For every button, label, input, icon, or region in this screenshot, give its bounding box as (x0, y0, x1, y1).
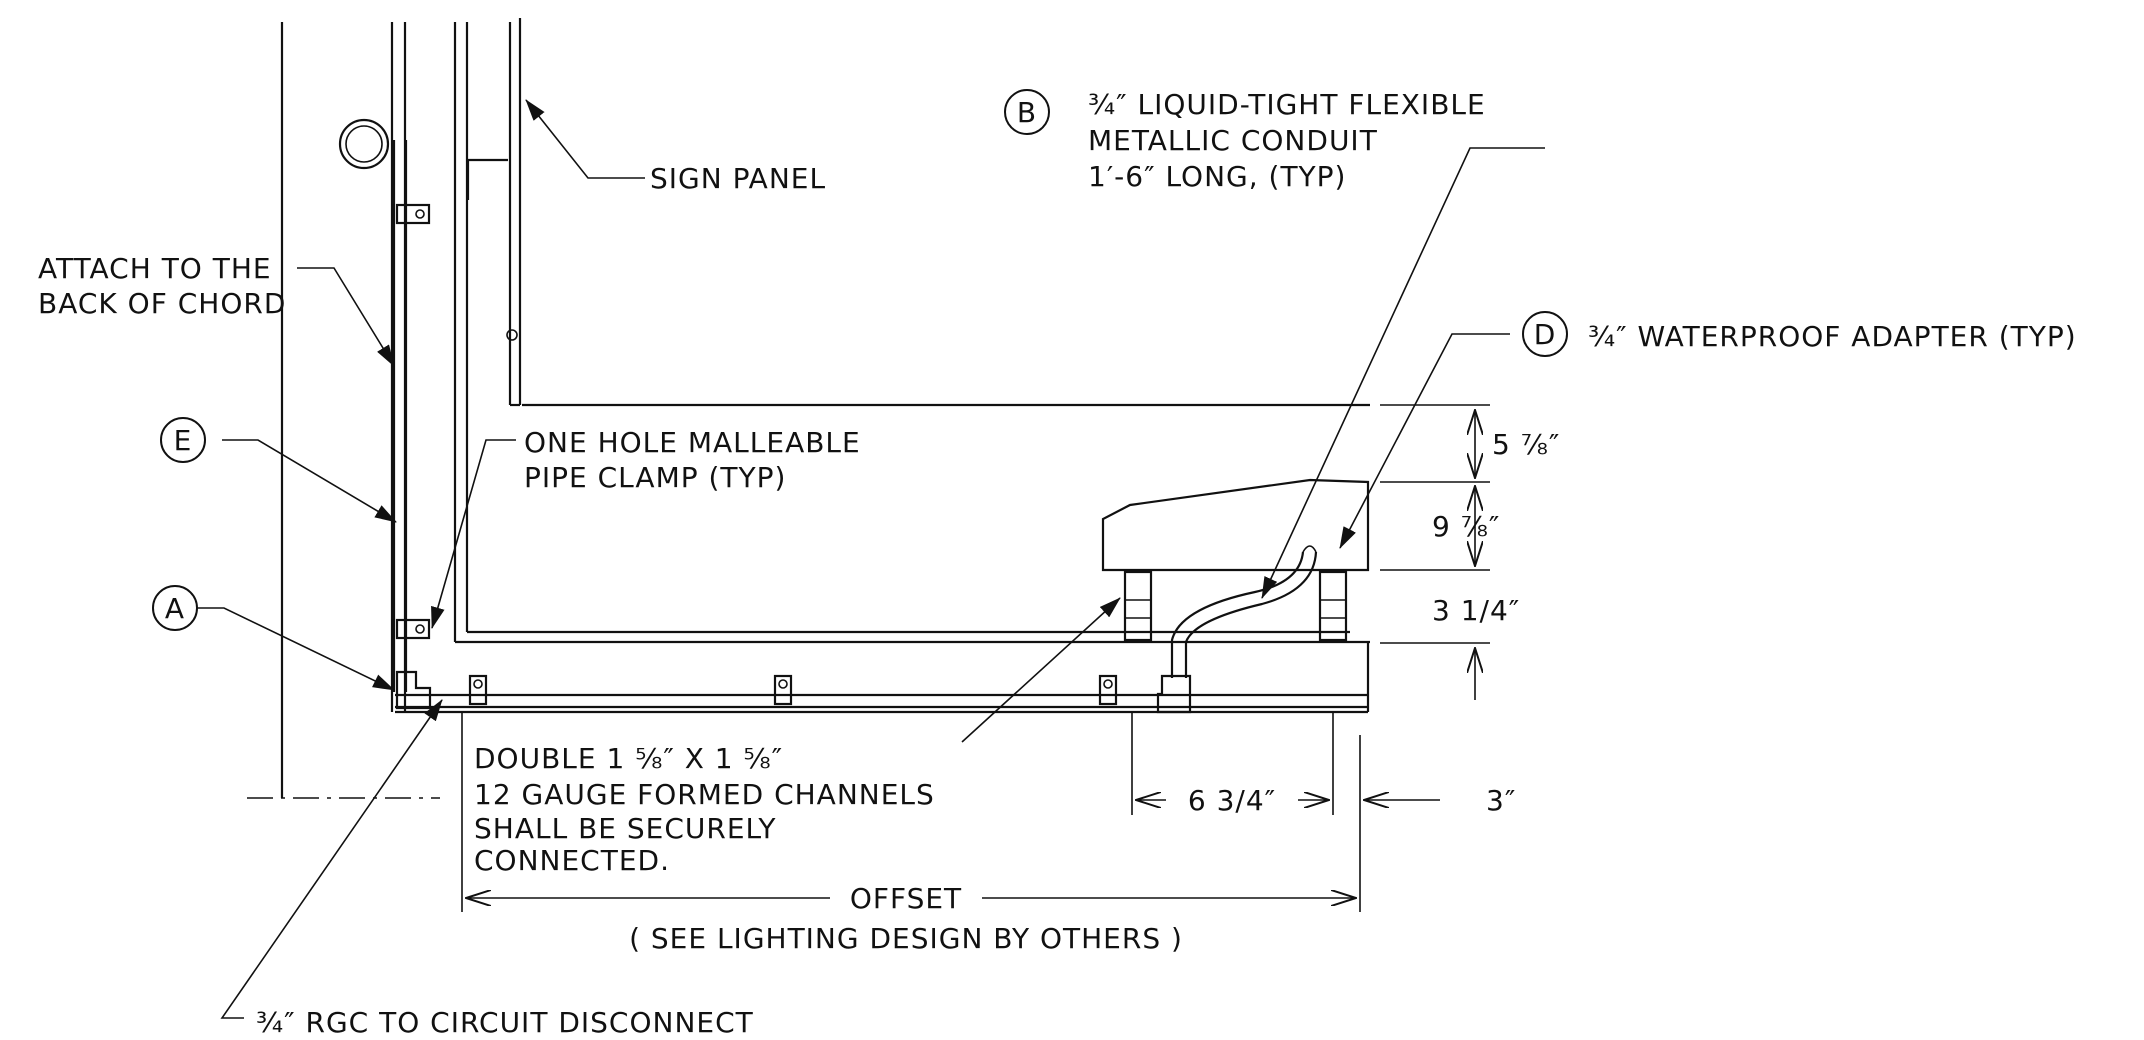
dimension-3-1-4: 3 1/4″ (1432, 594, 1520, 627)
elbow-fitting-a (395, 670, 432, 710)
callout-b: B (1004, 89, 1050, 135)
elbow-fitting-d (1156, 674, 1192, 714)
clamp-note-line2: PIPE CLAMP (TYP) (524, 461, 786, 494)
sign-panel (453, 18, 1370, 644)
adapter-note: ¾″ WATERPROOF ADAPTER (TYP) (1588, 320, 2077, 353)
leader-lines (190, 99, 1545, 1019)
attach-note-line2: BACK OF CHORD (38, 287, 286, 320)
dimension-6-3-4: 6 3/4″ (1188, 784, 1276, 817)
callout-d: D (1522, 311, 1568, 357)
channels-note-line2: 12 GAUGE FORMED CHANNELS (474, 778, 935, 811)
callout-a: A (152, 585, 198, 631)
callout-d-letter: D (1534, 318, 1557, 351)
offset-note: ( SEE LIGHTING DESIGN BY OTHERS ) (629, 922, 1183, 955)
callout-e-letter: E (174, 424, 193, 457)
attach-note-line1: ATTACH TO THE (38, 252, 272, 285)
clamp-note-line1: ONE HOLE MALLEABLE (524, 426, 861, 459)
chord-bolt-hole (338, 118, 390, 170)
conduit-note-line2: METALLIC CONDUIT (1088, 124, 1378, 157)
horizontal-channels (395, 643, 1370, 714)
vertical-channel-e (392, 140, 408, 692)
conduit-note-line3: 1′-6″ LONG, (TYP) (1088, 160, 1346, 193)
channels-note-line1: DOUBLE 1 ⅝″ X 1 ⅝″ (474, 742, 783, 775)
callout-b-letter: B (1017, 96, 1037, 129)
truss-chord (247, 22, 440, 799)
offset-label: OFFSET (850, 882, 962, 915)
dimension-5-7-8: 5 ⅞″ (1492, 428, 1560, 461)
channels-note-line3: SHALL BE SECURELY (474, 812, 777, 845)
flexible-conduit (1170, 545, 1318, 678)
light-fixture (1101, 478, 1370, 642)
callout-e: E (160, 417, 206, 463)
dimension-3: 3″ (1486, 784, 1516, 817)
callout-a-letter: A (165, 592, 185, 625)
sign-panel-label: SIGN PANEL (650, 162, 826, 195)
channels-note-line4: CONNECTED. (474, 844, 670, 877)
rgc-note: ¾″ RGC TO CIRCUIT DISCONNECT (256, 1006, 754, 1039)
conduit-note-line1: ¾″ LIQUID-TIGHT FLEXIBLE (1088, 88, 1486, 121)
pipe-clamps (395, 203, 1118, 706)
dimension-9-7-8: 9 ⅞″ (1432, 510, 1500, 543)
dimension-lines (461, 404, 1490, 912)
